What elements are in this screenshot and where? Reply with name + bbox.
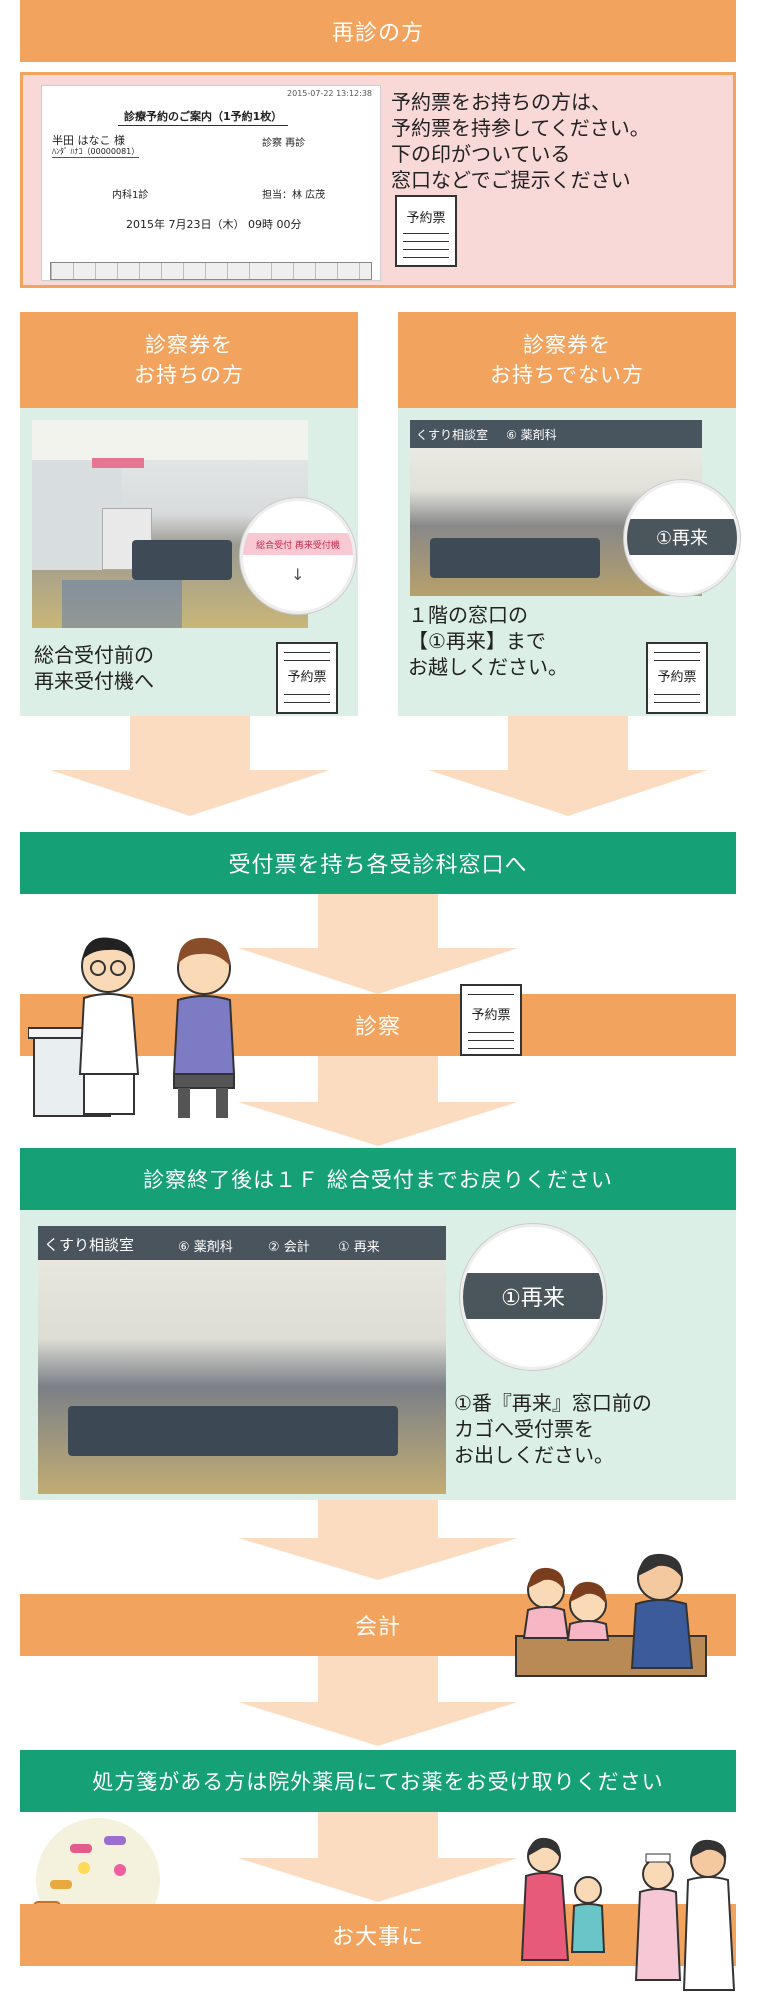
appointment-notice-box: 2015-07-22 13:12:38 診療予約のご案内（1予約1枚） 半田 は… bbox=[20, 72, 736, 288]
down-arrow-left bbox=[50, 716, 330, 816]
family-staff-illustration bbox=[520, 1837, 736, 1991]
ticket-icon-left: 予約票 bbox=[276, 642, 338, 714]
waiting-chairs bbox=[430, 538, 600, 578]
basket-text: ①番『再来』窓口前の カゴへ受付票を お出しください。 bbox=[454, 1391, 652, 1467]
down-arrow-right bbox=[428, 716, 708, 816]
sign-revisit: ① 再来 bbox=[338, 1240, 380, 1255]
after-exam-bar: 診察終了後は１Ｆ 総合受付までお戻りください bbox=[20, 1148, 736, 1210]
farewell-text: お大事に bbox=[331, 1925, 424, 1950]
ticket-icon-exam: 予約票 bbox=[460, 984, 522, 1056]
zoom-revisit-sign-text: ①再来 bbox=[463, 1273, 603, 1319]
waiting-chairs bbox=[132, 540, 232, 580]
zoom-reception-sign: 総合受付 再来受付機 ↓ bbox=[240, 498, 356, 614]
pharmacy-bar: 処方箋がある方は院外薬局にてお薬をお受け取りください bbox=[20, 1750, 736, 1812]
slip-table bbox=[50, 262, 372, 280]
cashier-photo: くすり相談室 ⑥ 薬剤科 ② 会計 ① 再来 bbox=[38, 1226, 446, 1494]
slip-department: 内科1診 bbox=[112, 190, 149, 201]
cashier-illustration bbox=[515, 1553, 707, 1677]
slip-printed-at: 2015-07-22 13:12:38 bbox=[287, 89, 372, 98]
zoom-window-sign: ①再来 bbox=[624, 480, 740, 596]
reception-sign bbox=[92, 458, 144, 468]
ticket-icon-notice: 予約票 bbox=[395, 195, 457, 267]
farewell-bar: お大事に bbox=[20, 1904, 736, 1966]
card-yes-header: 診察券を お持ちの方 bbox=[20, 312, 358, 408]
appointment-slip-document: 2015-07-22 13:12:38 診療予約のご案内（1予約1枚） 半田 は… bbox=[41, 85, 381, 281]
slip-patient-name: 半田 はなこ 様 bbox=[52, 134, 125, 147]
ticket-label: 予約票 bbox=[287, 670, 327, 685]
slip-datetime: 2015年 7月23日（木） 09時 00分 bbox=[126, 218, 302, 231]
card-yes-panel: 総合受付 再来受付機 ↓ 総合受付前の 再来受付機へ 予約票 bbox=[20, 408, 358, 716]
revisit-title: 再診の方 bbox=[331, 21, 424, 46]
notice-text: 予約票をお持ちの方は、 予約票を持参してください。 下の印がついている 窓口など… bbox=[391, 90, 650, 192]
down-arrow-5 bbox=[238, 1812, 518, 1902]
slip-visit-type: 診察 再診 bbox=[262, 138, 306, 149]
revisit-header: 再診の方 bbox=[20, 0, 736, 62]
down-arrow-4 bbox=[238, 1656, 518, 1746]
zoom-revisit-sign: ①再来 bbox=[460, 1224, 606, 1370]
waiting-chairs bbox=[68, 1406, 398, 1456]
to-clinic-bar: 受付票を持ち各受診科窓口へ bbox=[20, 832, 736, 894]
sign-cashier: ② 会計 bbox=[268, 1240, 310, 1255]
pharmacy-text: 処方箋がある方は院外薬局にてお薬をお受け取りください bbox=[92, 1770, 664, 1794]
exam-text: 診察 bbox=[354, 1015, 401, 1040]
to-clinic-text: 受付票を持ち各受診科窓口へ bbox=[228, 853, 528, 878]
ticket-label: 予約票 bbox=[657, 670, 697, 685]
down-arrow-3 bbox=[238, 1500, 518, 1580]
sign-pharmacy: ⑥ 薬剤科 bbox=[506, 428, 557, 442]
slip-title: 診療予約のご案内（1予約1枚） bbox=[118, 108, 289, 126]
slip-patient-kana: ﾊﾝﾀﾞ ﾊﾅｺ（00000081） bbox=[52, 147, 140, 158]
down-arrow-icon: ↓ bbox=[291, 565, 305, 584]
card-no-panel: くすり相談室 ⑥ 薬剤科 ①再来 １階の窓口の 【①再来】まで お越しください。… bbox=[398, 408, 740, 716]
down-arrow-1 bbox=[238, 894, 518, 994]
return-panel: くすり相談室 ⑥ 薬剤科 ② 会計 ① 再来 ①再来 ①番『再来』窓口前の カゴ… bbox=[20, 1210, 736, 1500]
ticket-label: 予約票 bbox=[471, 1008, 511, 1023]
down-arrow-2 bbox=[238, 1056, 518, 1146]
sign-drug-consult: くすり相談室 bbox=[44, 1236, 135, 1254]
ticket-label: 予約票 bbox=[406, 211, 446, 226]
ticket-icon-right: 予約票 bbox=[646, 642, 708, 714]
sign-pharmacy: ⑥ 薬剤科 bbox=[178, 1240, 233, 1255]
card-yes-title: 診察券を お持ちの方 bbox=[134, 333, 244, 387]
sign-drug-consult: くすり相談室 bbox=[416, 428, 489, 442]
card-no-title: 診察券を お持ちでない方 bbox=[490, 333, 644, 387]
card-no-text: １階の窓口の 【①再来】まで お越しください。 bbox=[408, 603, 568, 679]
card-yes-text: 総合受付前の 再来受付機へ bbox=[34, 643, 154, 693]
slip-doctor: 担当：林 広茂 bbox=[262, 190, 326, 201]
exam-bar: 診察 bbox=[20, 994, 736, 1056]
zoom-window-sign-text: ①再来 bbox=[627, 519, 737, 555]
after-exam-text: 診察終了後は１Ｆ 総合受付までお戻りください bbox=[143, 1168, 613, 1192]
doctor-patient-illustration bbox=[28, 937, 236, 1118]
card-no-header: 診察券を お持ちでない方 bbox=[398, 312, 736, 408]
zoom-sign-text: 総合受付 再来受付機 bbox=[243, 533, 353, 555]
payment-text: 会計 bbox=[354, 1615, 401, 1640]
